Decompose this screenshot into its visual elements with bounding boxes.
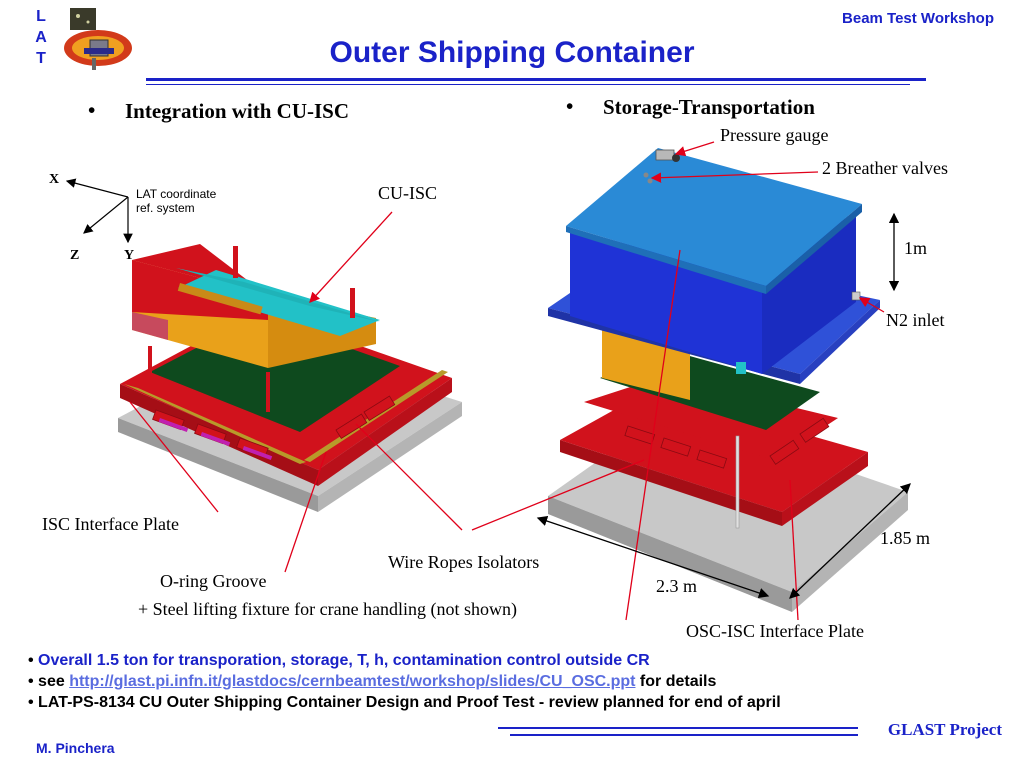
note-item: • LAT-PS-8134 CU Outer Shipping Containe…: [28, 694, 781, 711]
lat-letter-l: L: [36, 8, 46, 25]
details-link[interactable]: http://glast.pi.infn.it/glastdocs/cernbe…: [69, 673, 636, 690]
bullet-storage-text: Storage-Transportation: [603, 95, 815, 119]
coordinate-note: LAT coordinate ref. system: [136, 187, 216, 215]
bullet-storage: •: [566, 94, 574, 118]
lat-logo-icon: [64, 8, 132, 70]
coordinate-note-line2: ref. system: [136, 201, 195, 215]
lat-letters: L A T: [33, 6, 49, 69]
n2-inlet-label: N2 inlet: [886, 310, 945, 330]
depth-label: 1.85 m: [880, 528, 931, 548]
steel-fixture-label: + Steel lifting fixture for crane handli…: [138, 599, 518, 619]
note-see: see: [38, 673, 70, 690]
height-label: 1m: [904, 238, 928, 258]
note-item: • Overall 1.5 ton for transporation, sto…: [28, 652, 650, 669]
coordinate-note-line1: LAT coordinate: [136, 187, 217, 201]
glast-project-label: GLAST Project: [887, 720, 1002, 739]
axis-x-label: X: [49, 172, 60, 187]
wire-ropes-label: Wire Ropes Isolators: [388, 552, 540, 572]
width-label: 2.3 m: [656, 576, 698, 596]
note-item: • see http://glast.pi.infn.it/glastdocs/…: [28, 673, 717, 690]
lat-letter-t: T: [36, 50, 46, 67]
osc-plate-label: OSC-ISC Interface Plate: [686, 621, 864, 641]
cu-isc-label: CU-ISC: [378, 183, 438, 203]
footer-rule: [498, 727, 858, 729]
outer-shipping-container: [548, 148, 908, 612]
title-rule: [146, 78, 926, 81]
dimension-arrows: [536, 212, 911, 599]
pressure-gauge-label: Pressure gauge: [720, 125, 829, 145]
note-review: LAT-PS-8134 CU Outer Shipping Container …: [38, 694, 781, 711]
lat-letter-a: A: [35, 29, 47, 46]
isc-plate-label: ISC Interface Plate: [42, 514, 179, 534]
author-name: M. Pinchera: [36, 740, 115, 756]
breather-valves-label: 2 Breather valves: [822, 158, 948, 178]
notes-list: • Overall 1.5 ton for transporation, sto…: [28, 650, 1018, 713]
bullet-integration-text: Integration with CU-ISC: [125, 99, 350, 123]
note-weight: Overall 1.5 ton for transporation, stora…: [38, 652, 650, 669]
note-for-details: for details: [635, 673, 717, 690]
title-rule-thin: [146, 84, 910, 85]
axis-y-label: Y: [124, 248, 135, 263]
workshop-name: Beam Test Workshop: [842, 10, 994, 27]
oring-label: O-ring Groove: [160, 571, 267, 591]
cu-isc-assembly: [118, 244, 462, 512]
axis-z-label: Z: [70, 248, 80, 263]
footer-rule-lower: [510, 734, 858, 736]
coordinate-axes: [65, 178, 133, 244]
page-title: Outer Shipping Container: [329, 36, 695, 69]
bullet-integration: •: [88, 98, 96, 122]
